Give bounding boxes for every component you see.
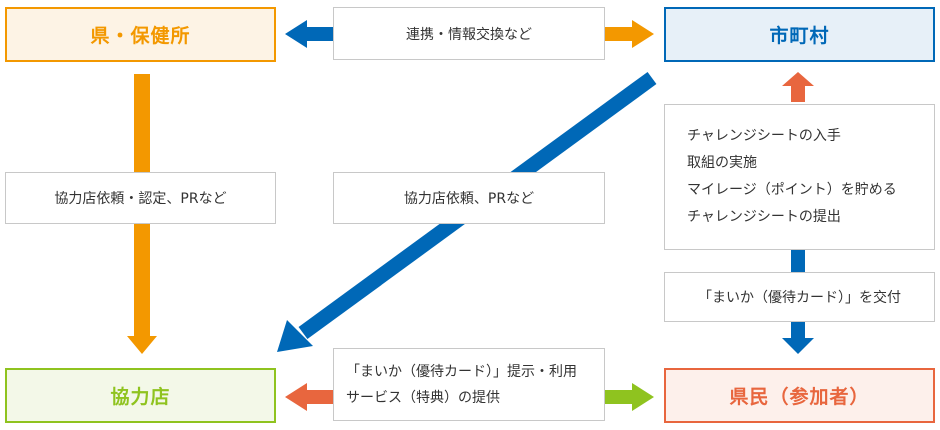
label-liaison: 連携・情報交換など	[333, 7, 605, 60]
arrow-liaison-to-municipality	[605, 20, 654, 48]
node-citizen-label: 県民（参加者）	[729, 386, 870, 408]
arrow-citizen-actions-up	[782, 72, 814, 102]
label-store-citizen: 「まいか（優待カード）」提示・利用 サービス（特典）の提供	[333, 348, 605, 421]
label-municipality-to-store-text: 協力店依頼、PRなど	[403, 191, 535, 207]
store-citizen-line: 「まいか（優待カード）」提示・利用	[346, 363, 577, 380]
arrow-liaison-to-prefecture	[285, 20, 333, 48]
arrow-card-issue-down	[782, 322, 814, 354]
node-municipality-label: 市町村	[769, 25, 830, 47]
citizen-action-item: マイレージ（ポイント）を貯める	[687, 182, 897, 198]
citizen-action-item: 取組の実施	[687, 155, 757, 171]
node-municipality: 市町村	[664, 7, 935, 62]
label-card-issue: 「まいか（優待カード）」を交付	[664, 272, 935, 322]
arrow-to-citizen	[605, 383, 654, 411]
node-store: 協力店	[5, 368, 276, 423]
node-prefecture: 県・保健所	[5, 7, 276, 62]
store-citizen-line: サービス（特典）の提供	[346, 389, 500, 406]
label-card-issue-text: 「まいか（優待カード）」を交付	[698, 290, 901, 306]
node-citizen: 県民（参加者）	[664, 368, 935, 423]
node-prefecture-label: 県・保健所	[90, 25, 191, 47]
label-municipality-to-store: 協力店依頼、PRなど	[333, 172, 605, 224]
arrow-to-store	[285, 383, 333, 411]
citizen-action-item: チャレンジシートの入手	[687, 128, 841, 144]
label-liaison-text: 連携・情報交換など	[406, 26, 532, 43]
label-citizen-actions: チャレンジシートの入手 取組の実施 マイレージ（ポイント）を貯める チャレンジシ…	[664, 104, 935, 250]
label-prefecture-to-store: 協力店依頼・認定、PRなど	[5, 172, 276, 224]
citizen-action-item: チャレンジシートの提出	[687, 209, 841, 225]
label-prefecture-to-store-text: 協力店依頼・認定、PRなど	[54, 191, 227, 207]
node-store-label: 協力店	[110, 386, 171, 408]
arrow-card-issue-connector	[791, 250, 805, 272]
